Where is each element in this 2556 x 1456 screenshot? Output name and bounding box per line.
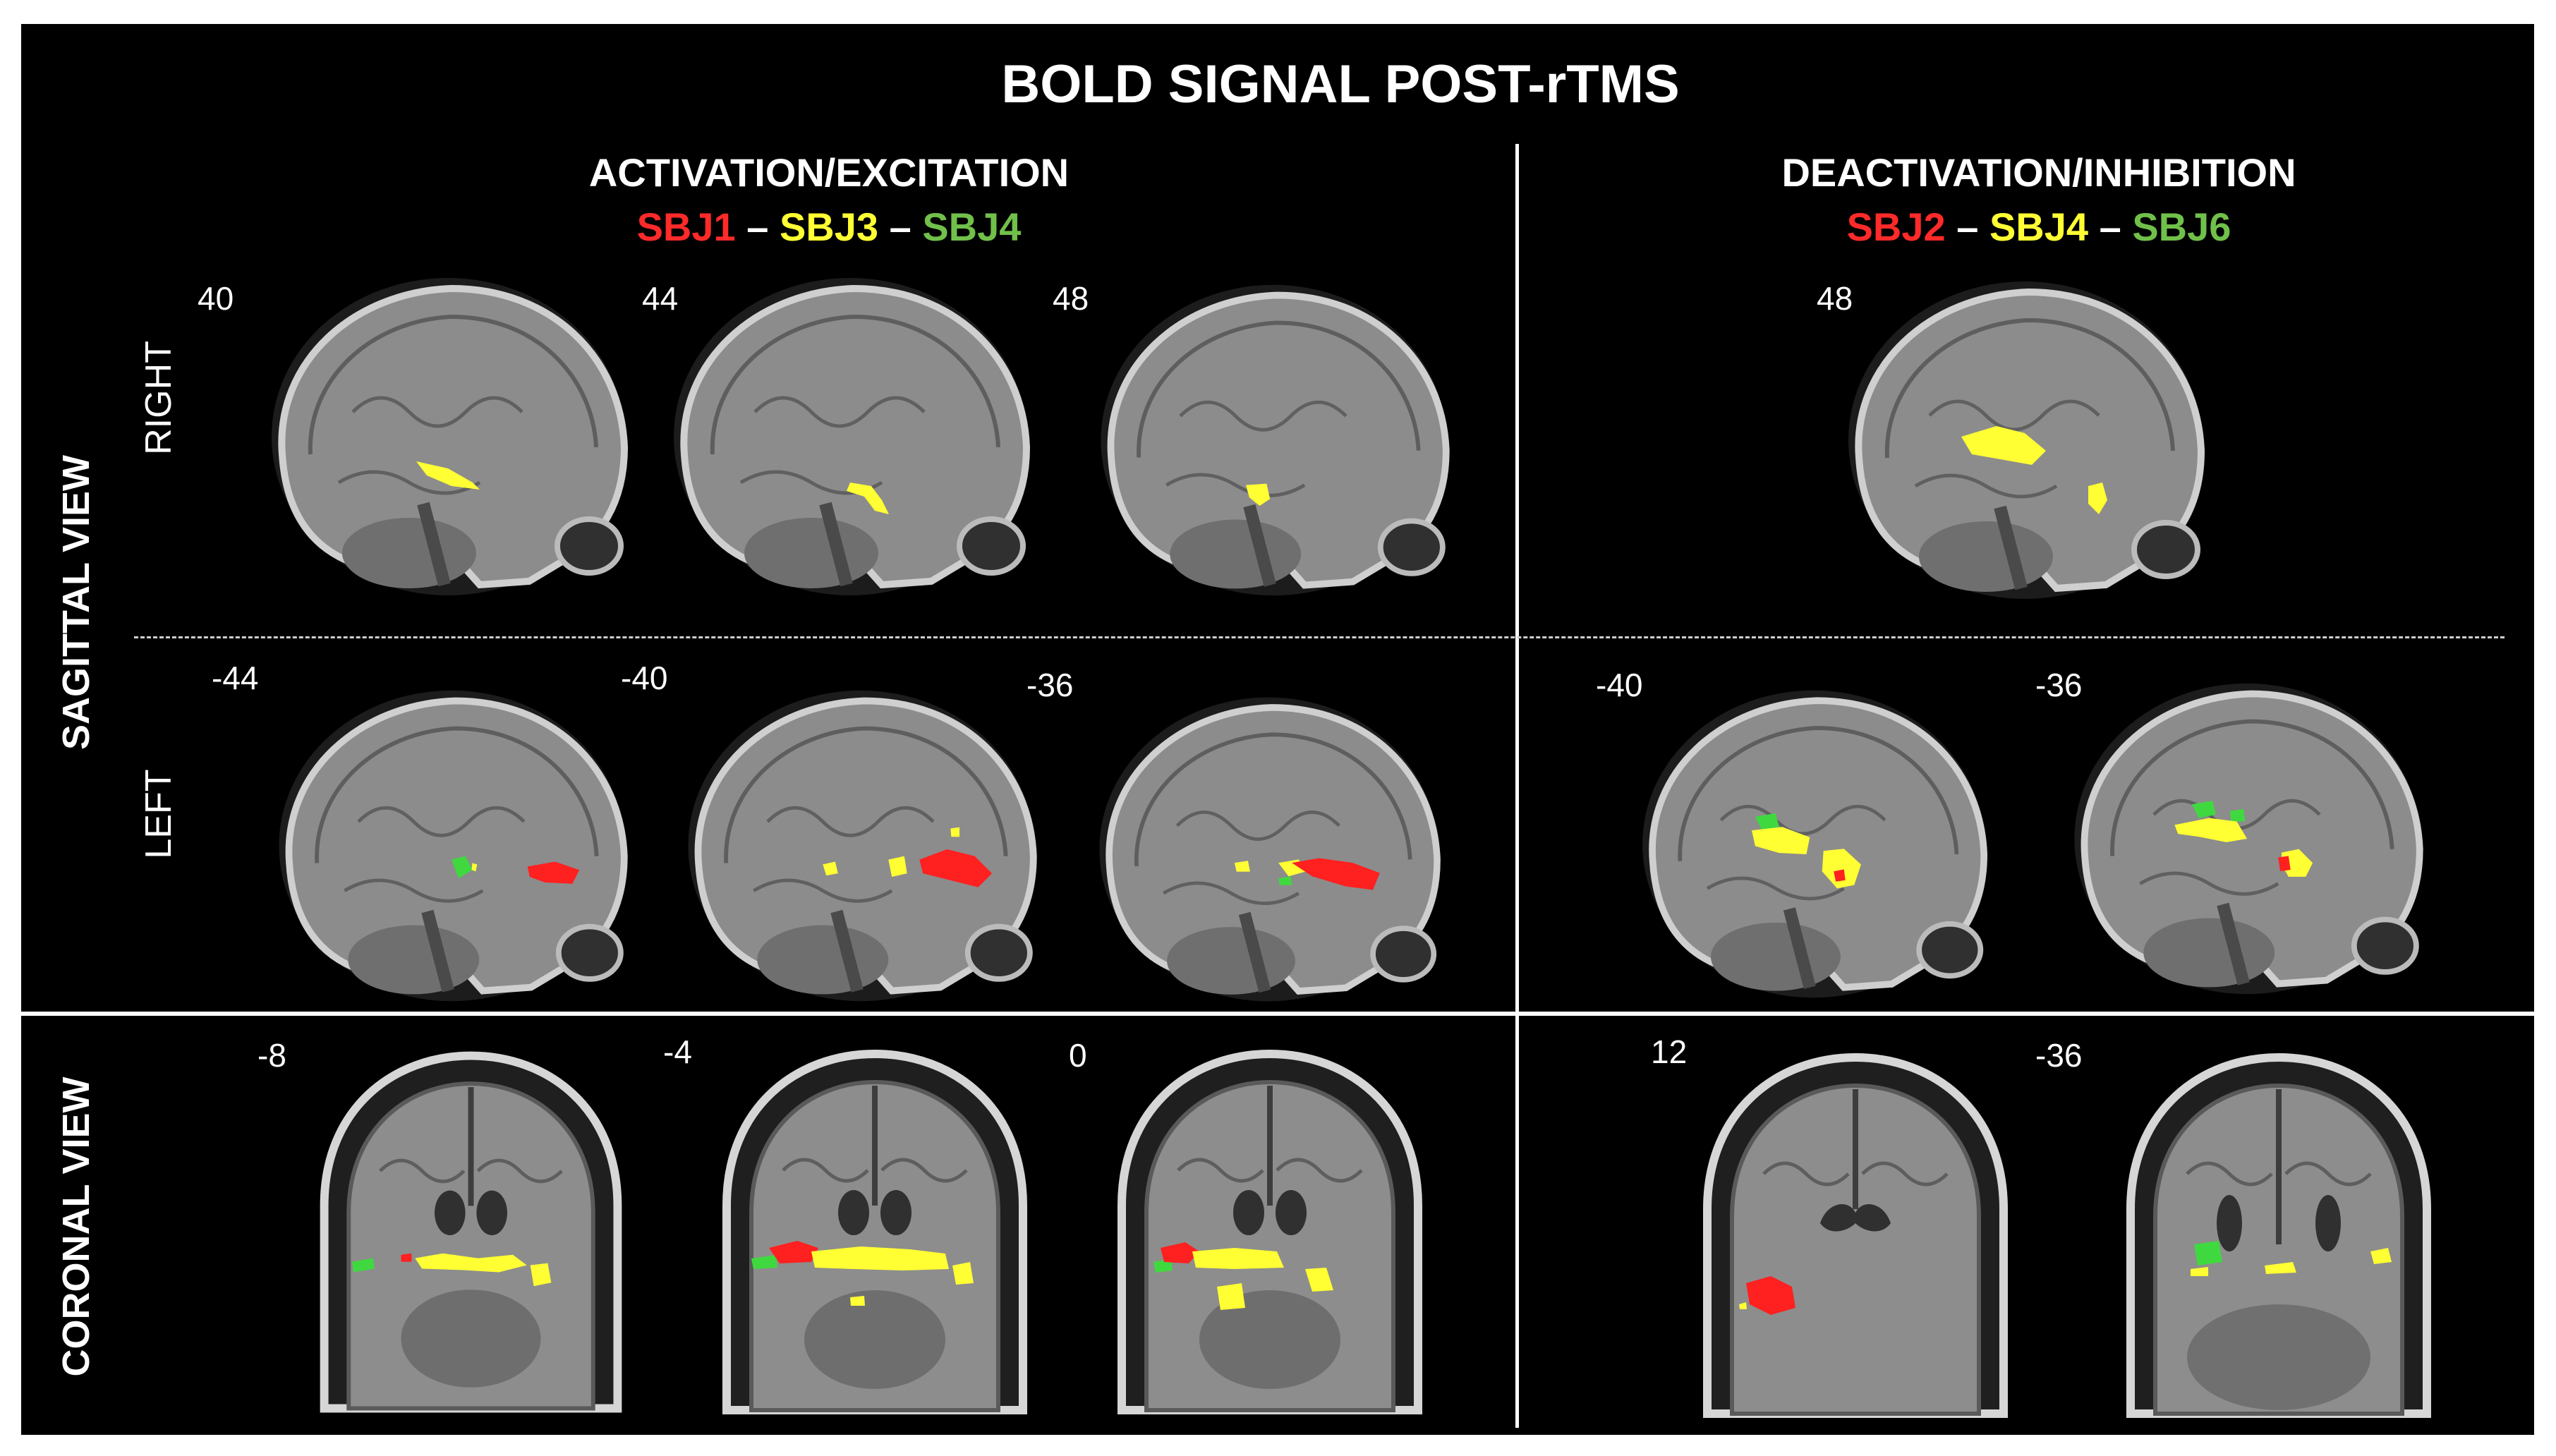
legend-subject: SBJ2	[1846, 205, 1946, 249]
legend-separator: –	[2099, 205, 2121, 249]
slice-coordinate: 48	[1053, 280, 1089, 317]
sagittal-scan-left-36-deactivation	[2074, 683, 2423, 995]
legend-separator: –	[889, 205, 911, 249]
activation-legend: SBJ1 – SBJ3 – SBJ4	[637, 204, 1022, 250]
sagittal-scan-left-36	[1099, 697, 1441, 1002]
sagittal-scan-right-44	[674, 278, 1031, 595]
legend-subject: SBJ6	[2132, 205, 2231, 249]
legend-subject: SBJ4	[1989, 205, 2089, 249]
slice-coordinate: -44	[212, 660, 259, 696]
slice-coordinate: 48	[1817, 280, 1853, 317]
legend-subject: SBJ4	[922, 205, 1022, 249]
deactivation-legend: SBJ2 – SBJ4 – SBJ6	[1847, 204, 2231, 250]
coronal-scan-minus-8	[320, 1051, 622, 1413]
coronal-scan-12	[1703, 1052, 2008, 1418]
deactivation-heading: DEACTIVATION/INHIBITION	[1781, 150, 2296, 195]
coronal-scan-minus-4	[722, 1049, 1027, 1414]
figure-title: BOLD SIGNAL POST-rTMS	[1001, 54, 1680, 114]
hemisphere-divider	[134, 636, 2504, 638]
legend-subject: SBJ3	[779, 205, 879, 249]
activation-heading: ACTIVATION/EXCITATION	[588, 150, 1070, 195]
figure: BOLD SIGNAL POST-rTMS ACTIVATION/EXCITAT…	[21, 24, 2534, 1435]
slice-coordinate: -8	[258, 1037, 286, 1074]
sagittal-scan-right-40	[272, 278, 629, 595]
slice-coordinate: 12	[1651, 1033, 1688, 1070]
slice-coordinate: -36	[1026, 667, 1074, 703]
left-hemisphere-label: LEFT	[138, 769, 179, 859]
sagittal-scan-left-40	[688, 690, 1037, 1002]
slice-coordinate: 40	[198, 280, 234, 317]
slice-coordinate: -36	[2035, 667, 2083, 703]
coronal-view-label: CORONAL VIEW	[55, 1076, 97, 1377]
sagittal-scan-right-48	[1101, 284, 1450, 596]
sagittal-scan-left-44	[279, 690, 628, 1002]
coronal-scan-minus-36	[2126, 1052, 2431, 1418]
sagittal-scan-right-48-deactivation	[1848, 281, 2205, 599]
right-hemisphere-label: RIGHT	[138, 341, 179, 455]
slice-coordinate: -4	[663, 1033, 692, 1070]
slice-coordinate: 0	[1069, 1037, 1087, 1074]
slice-coordinate: 44	[642, 280, 679, 317]
slice-coordinate: -36	[2035, 1037, 2083, 1074]
sagittal-scan-left-40-deactivation	[1642, 690, 1988, 998]
slice-coordinate: -40	[1596, 667, 1643, 703]
horizontal-divider	[21, 1012, 2534, 1016]
legend-subject: SBJ1	[636, 205, 736, 249]
sagittal-view-label: SAGITTAL VIEW	[55, 455, 97, 750]
vertical-divider	[1515, 144, 1519, 1428]
legend-separator: –	[746, 205, 769, 249]
coronal-scan-0	[1118, 1049, 1422, 1414]
legend-separator: –	[1956, 205, 1979, 249]
slice-coordinate: -40	[621, 660, 668, 696]
